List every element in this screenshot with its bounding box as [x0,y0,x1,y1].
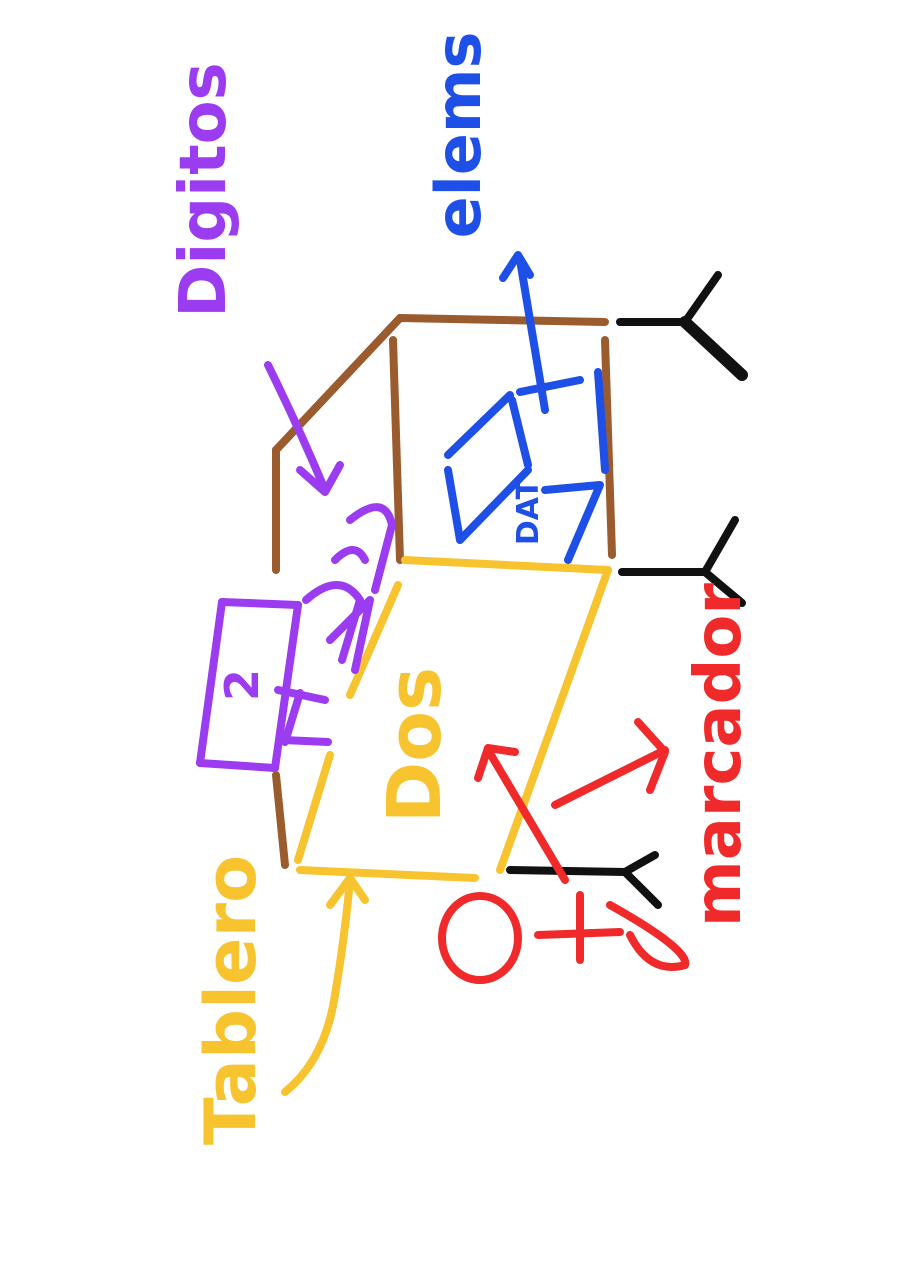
leg-top-fork-up [681,271,722,326]
marker-symbols [438,718,690,984]
tablero-arrow-curve [281,876,354,1096]
display-dat-label: DAT [511,478,546,545]
button-stack-d [331,546,369,564]
display-panel [444,251,609,564]
elems-label: elems [422,32,495,239]
digit-box-bottom [196,759,279,772]
stand-legs [506,271,748,909]
leg-bottom-fork-up [621,851,659,876]
digitos-arrow-shaft [264,361,329,494]
button-stack-c [346,503,396,594]
cabinet-roof [396,314,609,326]
digitos-arrow-head [296,461,344,496]
leg-top-fork-down [679,316,748,381]
board [281,556,612,1096]
elems-arrow-head [499,251,534,282]
display-bottom-diag [541,481,604,564]
digitos-label: Digitos [167,62,241,317]
button-stack-a [302,581,364,664]
marker-arrow-right-head [634,718,669,794]
display-diagonal-right [456,466,532,544]
button-t-top [279,736,332,746]
display-vertical-mid [508,396,532,469]
digit-box-left [196,598,226,767]
display-vertical-left [444,466,464,544]
cabinet-right-wall [601,336,616,559]
leg-bottom-stem [506,866,629,876]
leg-middle-fork-down [701,568,746,607]
display-right-line [594,368,609,474]
board-center-label: Dos [372,667,458,823]
board-left-edge [346,581,402,699]
elems-cross [516,376,584,396]
leg-middle-fork-up [701,516,739,576]
marker-loop-symbol [606,901,690,971]
marcador-label: marcador [682,583,756,927]
marker-circle-symbol [438,892,522,984]
digits-panel [196,361,396,772]
cabinet-inner-wall [389,336,404,564]
marker-arrow-up-head [474,744,519,782]
display-diagonal-left [444,391,514,459]
tablero-arrow-head [326,874,369,909]
button-stack-b [326,596,374,674]
button-t-stem [281,689,304,746]
marker-arrow-up-shaft [484,746,569,884]
digit-box-top [218,598,302,609]
leg-bottom-fork-down [621,868,662,909]
digit-box-right [271,601,302,772]
cabinet-left-wall-bottom [272,771,289,869]
digit-box-value: 2 [215,669,269,701]
board-top-edge [401,556,612,574]
tablero-label: Tablero [190,855,272,1145]
board-bottom-edge [296,866,479,882]
marker-arrow-right-shaft [551,746,669,809]
board-right-edge [496,566,612,874]
board-left-edge-lower [294,751,334,864]
